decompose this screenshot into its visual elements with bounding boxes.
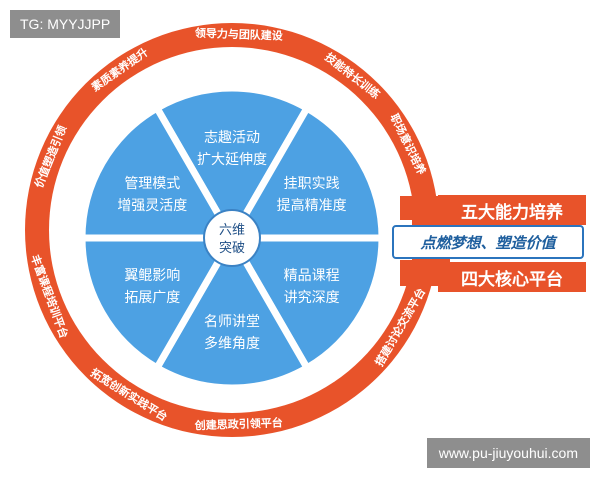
segment-3-line2: 讲究深度 <box>284 290 340 306</box>
segment-1-line2: 扩大延伸度 <box>197 152 267 168</box>
wheel-segment-4 <box>152 230 312 392</box>
segment-2-line2: 提高精准度 <box>277 197 347 214</box>
bottom-panel-title: 四大核心平台 <box>438 262 586 292</box>
segment-4-line2: 多维角度 <box>204 335 260 352</box>
center-line2: 突破 <box>219 240 245 256</box>
segment-6-line2: 增强灵活度 <box>117 198 187 214</box>
slogan-box: 点燃梦想、塑造价值 <box>392 225 584 259</box>
wheel-segment-6 <box>78 103 239 242</box>
center-hub <box>203 209 261 267</box>
top-panel-title: 五大能力培养 <box>438 195 586 225</box>
segment-2-line1: 挂职实践 <box>284 176 340 192</box>
wheel-segment-2 <box>225 103 386 242</box>
segment-5-line1: 翼鲲影响 <box>124 268 180 284</box>
wheel-segment-1 <box>152 84 312 246</box>
wheel-segment-3 <box>225 234 386 373</box>
segment-4-line1: 名师讲堂 <box>204 314 260 330</box>
segment-5-line2: 拓展广度 <box>124 290 180 306</box>
wheel-segment-5 <box>78 234 239 373</box>
segment-1-line1: 志趣活动 <box>204 130 260 146</box>
segment-6-line1: 管理模式 <box>124 176 180 192</box>
watermark: www.pu-jiuyouhui.com <box>426 438 590 468</box>
segment-3-line1: 精品课程 <box>284 268 340 284</box>
ring-label-3: 领导力与团队建设 <box>194 26 284 43</box>
corner-tag: TG: MYYJJPP <box>10 10 121 38</box>
center-line1: 六维 <box>219 223 245 238</box>
ring-label-7: 创建思政引领平台 <box>194 415 283 432</box>
